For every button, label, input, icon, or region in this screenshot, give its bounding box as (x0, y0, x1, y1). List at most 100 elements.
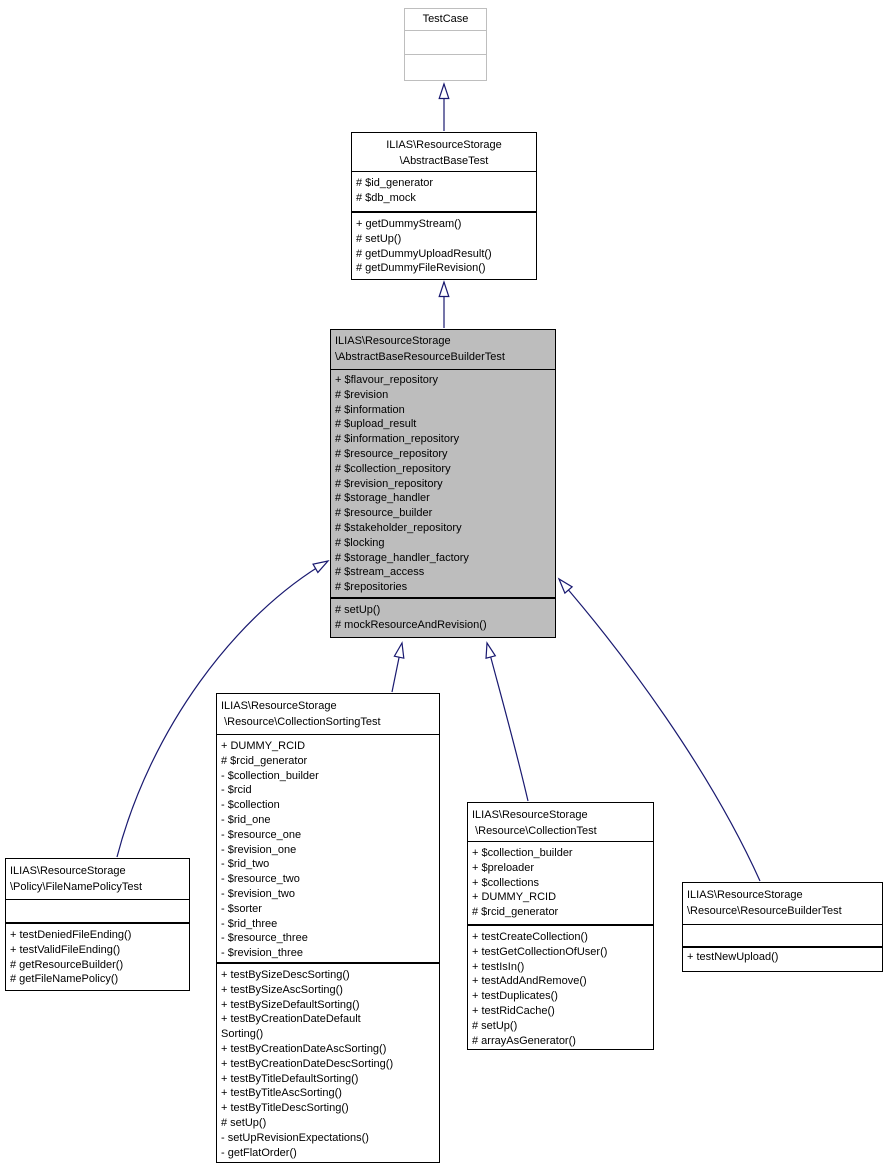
member-line: + testIsIn() (472, 960, 525, 973)
attributes-compartment: + $flavour_repository # $revision # $infor… (331, 369, 555, 597)
member-line: \AbstractBaseTest (399, 155, 489, 167)
member-line: # $upload_result (335, 418, 417, 431)
attributes-compartment (405, 30, 486, 54)
member-line: + testByTitleAscSorting() (221, 1087, 342, 1100)
member-line: # $rcid_generator (472, 906, 559, 919)
member-line: # $db_mock (356, 191, 416, 204)
member-line: + testBySizeAscSorting() (221, 983, 343, 996)
member-line: + testBySizeDescSorting() (221, 969, 350, 981)
member-line: # setUp() (221, 1116, 267, 1129)
member-line: # $stream_access (335, 566, 425, 579)
member-line: # $resource_repository (335, 447, 448, 460)
member-line: - $rcid (221, 784, 252, 797)
member-line: + DUMMY_RCID (221, 740, 306, 752)
member-line: - $revision_one (221, 843, 297, 856)
attributes-compartment (6, 899, 189, 922)
member-line: - $sorter (221, 902, 262, 915)
attributes-compartment: + $collection_builder + $preloader + $coll… (468, 841, 653, 924)
member-line: + $collections (472, 876, 539, 889)
member-line: # setUp() (472, 1019, 518, 1032)
member-line: # $locking (335, 536, 385, 549)
member-line: + testByTitleDescSorting() (221, 1102, 349, 1115)
member-line: - $rid_three (221, 917, 278, 930)
member-line: + testValidFileEnding() (10, 943, 121, 956)
member-line: # $information_repository (335, 433, 460, 446)
attributes-compartment: # $id_generator # $db_mock (352, 171, 536, 211)
member-line: # $id_generator (356, 177, 434, 189)
member-line: # $information (335, 403, 405, 416)
methods-compartment: + testBySizeDescSorting() + testBySizeAsc… (217, 962, 439, 1162)
member-line: ILIAS\ResourceStorage (335, 335, 451, 347)
member-line: # getFileNamePolicy() (10, 973, 119, 986)
methods-compartment: + testCreateCollection() + testGetCollect… (468, 924, 653, 1049)
member-line: - $rid_one (221, 813, 271, 826)
member-line: # $revision (335, 388, 389, 401)
member-line: # getDummyFileRevision() (356, 262, 486, 275)
member-line: - $rid_two (221, 858, 270, 871)
class-box-abstract-base-test[interactable]: ILIAS\ResourceStorage \AbstractBaseTest #… (351, 132, 537, 280)
class-title: ILIAS\ResourceStorage\Policy\FileNamePol… (6, 859, 189, 899)
member-line: + $preloader (472, 861, 535, 874)
member-line: + testCreateCollection() (472, 931, 588, 943)
inheritance-arrow-collectiontest (485, 641, 529, 802)
methods-compartment: # setUp() # mockResourceAndRevision() (331, 597, 555, 637)
member-line: - $collection (221, 799, 280, 812)
member-line: # mockResourceAndRevision() (335, 618, 487, 631)
member-line: # $collection_repository (335, 462, 451, 475)
member-line: \Resource\CollectionSortingTest (221, 716, 381, 728)
member-line: \AbstractBaseResourceBuilderTest (335, 351, 505, 363)
member-line: # $resource_builder (335, 507, 433, 520)
methods-compartment (405, 54, 486, 80)
class-box-resource-builder-test[interactable]: ILIAS\ResourceStorage \Resource\ResourceB… (682, 882, 883, 972)
member-line: - $collection_builder (221, 769, 319, 782)
member-line: \Resource\ResourceBuilderTest (687, 905, 842, 917)
member-line: + testByCreationDateDescSorting() (221, 1057, 394, 1070)
member-line: # setUp() (335, 604, 381, 616)
member-line: - $resource_one (221, 828, 302, 841)
member-line: ILIAS\ResourceStorage (386, 139, 502, 151)
attributes-compartment (683, 924, 882, 946)
member-line: + testRidCache() (472, 1004, 555, 1017)
class-title: ILIAS\ResourceStorage \AbstractBaseTest (352, 133, 536, 171)
member-line: - $resource_two (221, 873, 300, 886)
methods-compartment: + getDummyStream() # setUp() # getDummyUpl… (352, 211, 536, 279)
member-line: # $repositories (335, 581, 408, 594)
member-line: + testDeniedFileEnding() (10, 929, 132, 941)
member-line: ILIAS\ResourceStorage (687, 889, 803, 901)
methods-compartment: + testDeniedFileEnding() + testValidFileE… (6, 922, 189, 990)
member-line: + $flavour_repository (335, 374, 439, 386)
member-line: - getFlatOrder() (221, 1146, 297, 1159)
member-line: # setUp() (356, 232, 402, 245)
member-line: + testBySizeDefaultSorting() (221, 998, 360, 1011)
inheritance-arrow-collectionsortingtest (391, 641, 405, 693)
member-line: # $stakeholder_repository (335, 521, 462, 534)
class-title: ILIAS\ResourceStorage \Resource\Collecti… (217, 694, 439, 734)
member-line: \Resource\CollectionTest (472, 825, 597, 837)
member-line: - setUpRevisionExpectations() (221, 1131, 369, 1144)
class-box-testcase: TestCase (404, 8, 487, 81)
class-box-file-name-policy-test[interactable]: ILIAS\ResourceStorage\Policy\FileNamePol… (5, 858, 190, 991)
member-line: ILIAS\ResourceStorage (472, 809, 588, 821)
member-line: TestCase (422, 13, 469, 25)
attributes-compartment: + DUMMY_RCID# $rcid_generator- $collecti… (217, 734, 439, 962)
member-line: # getDummyUploadResult() (356, 247, 492, 260)
member-line: + testAddAndRemove() (472, 975, 587, 988)
class-title: ILIAS\ResourceStorage \AbstractBaseResour… (331, 330, 555, 369)
class-title: ILIAS\ResourceStorage \Resource\ResourceB… (683, 883, 882, 924)
member-line: + testNewUpload() (687, 951, 779, 963)
member-line: # arrayAsGenerator() (472, 1034, 576, 1047)
member-line: + getDummyStream() (356, 218, 462, 230)
member-line: + $collection_builder (472, 847, 573, 859)
member-line: + testByTitleDefaultSorting() (221, 1072, 359, 1085)
class-title: TestCase (405, 9, 486, 30)
class-box-collection-test[interactable]: ILIAS\ResourceStorage \Resource\Collecti… (467, 802, 654, 1050)
member-line: + testDuplicates() (472, 990, 558, 1003)
member-line: # getResourceBuilder() (10, 958, 124, 971)
class-box-collection-sorting-test[interactable]: ILIAS\ResourceStorage \Resource\Collecti… (216, 693, 440, 1163)
class-title: ILIAS\ResourceStorage \Resource\Collecti… (468, 803, 653, 841)
member-line: + testGetCollectionOfUser() (472, 945, 608, 958)
member-line: ILIAS\ResourceStorage (10, 865, 126, 877)
member-line: + testByCreationDateDefault Sorting() (221, 1013, 361, 1041)
member-line: + testByCreationDateAscSorting() (221, 1042, 387, 1055)
